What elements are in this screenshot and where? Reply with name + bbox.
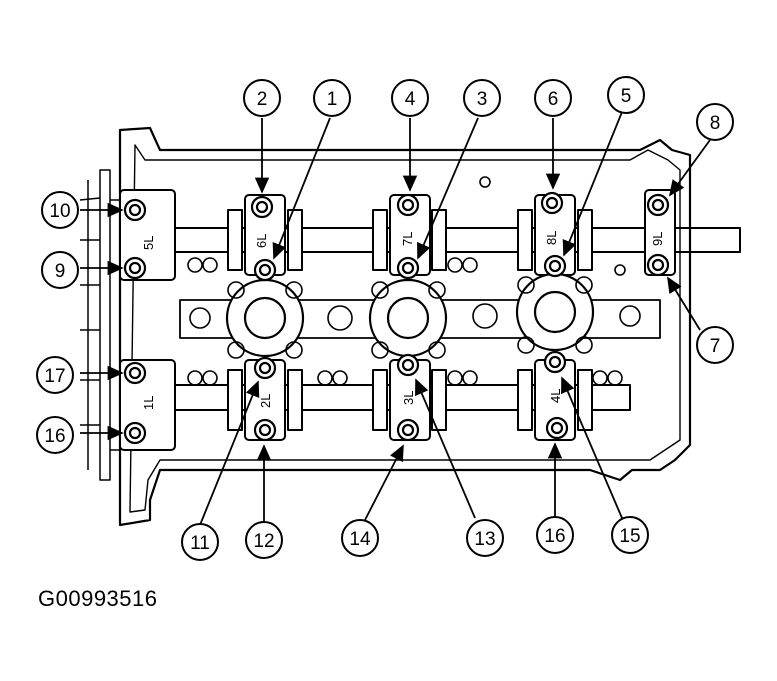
callout-2: 2 bbox=[243, 79, 281, 117]
svg-text:12: 12 bbox=[253, 531, 274, 552]
svg-text:7: 7 bbox=[710, 336, 721, 357]
cap-labels: 1L 2L 3L 4L 5L 6L 7L 8L 9L bbox=[141, 231, 665, 410]
svg-text:10: 10 bbox=[49, 201, 70, 222]
leader-lines bbox=[80, 111, 711, 526]
callouts: 1 2 3 4 5 6 7 8 9 10 11 12 14 13 16 15 1… bbox=[36, 76, 734, 561]
svg-text:14: 14 bbox=[349, 529, 371, 550]
callout-10: 10 bbox=[41, 191, 79, 229]
svg-text:17: 17 bbox=[44, 366, 65, 387]
callout-9: 9 bbox=[41, 251, 79, 289]
cap-label: 5L bbox=[141, 236, 156, 250]
callout-7: 7 bbox=[696, 326, 734, 364]
svg-text:15: 15 bbox=[619, 526, 640, 547]
svg-text:1: 1 bbox=[327, 89, 338, 110]
callout-14: 14 bbox=[341, 519, 379, 557]
callout-5: 5 bbox=[607, 76, 645, 114]
callout-6: 6 bbox=[534, 79, 572, 117]
head-bolts bbox=[123, 191, 670, 445]
callout-1: 1 bbox=[313, 79, 351, 117]
svg-text:4: 4 bbox=[405, 89, 416, 110]
svg-text:6: 6 bbox=[548, 89, 559, 110]
svg-text:2: 2 bbox=[257, 89, 268, 110]
callout-12: 12 bbox=[245, 521, 283, 559]
figure-id: G00993516 bbox=[38, 586, 158, 611]
callout-3: 3 bbox=[463, 79, 501, 117]
svg-text:8: 8 bbox=[710, 113, 721, 134]
cap-label: 7L bbox=[400, 232, 415, 246]
callout-15: 15 bbox=[611, 516, 649, 554]
callout-16-left: 16 bbox=[36, 416, 74, 454]
svg-text:9: 9 bbox=[55, 261, 66, 282]
callout-13: 13 bbox=[466, 519, 504, 557]
cap-label: 8L bbox=[544, 231, 559, 245]
callout-16-lower: 16 bbox=[536, 516, 574, 554]
callout-11: 11 bbox=[181, 523, 219, 561]
cap-label: 4L bbox=[548, 389, 563, 403]
cap-label: 3L bbox=[401, 391, 416, 405]
left-flange bbox=[79, 169, 121, 481]
svg-text:16: 16 bbox=[544, 526, 565, 547]
callout-17: 17 bbox=[36, 356, 74, 394]
cylinder-head-inner-outline bbox=[129, 144, 681, 513]
cylinder-head-outline bbox=[118, 126, 692, 527]
callout-8: 8 bbox=[696, 103, 734, 141]
cap-label: 6L bbox=[254, 234, 269, 248]
svg-text:3: 3 bbox=[477, 89, 488, 110]
cap-label: 2L bbox=[258, 394, 273, 408]
tower-bolts bbox=[189, 276, 641, 359]
svg-text:16: 16 bbox=[44, 426, 65, 447]
callout-4: 4 bbox=[391, 79, 429, 117]
svg-text:13: 13 bbox=[474, 529, 495, 550]
center-rail bbox=[179, 299, 661, 339]
svg-text:11: 11 bbox=[190, 533, 210, 554]
svg-text:5: 5 bbox=[621, 86, 632, 107]
cap-label: 9L bbox=[650, 232, 665, 246]
spark-plug-towers bbox=[225, 272, 595, 358]
head-details bbox=[187, 176, 626, 386]
cap-label: 1L bbox=[141, 396, 156, 410]
